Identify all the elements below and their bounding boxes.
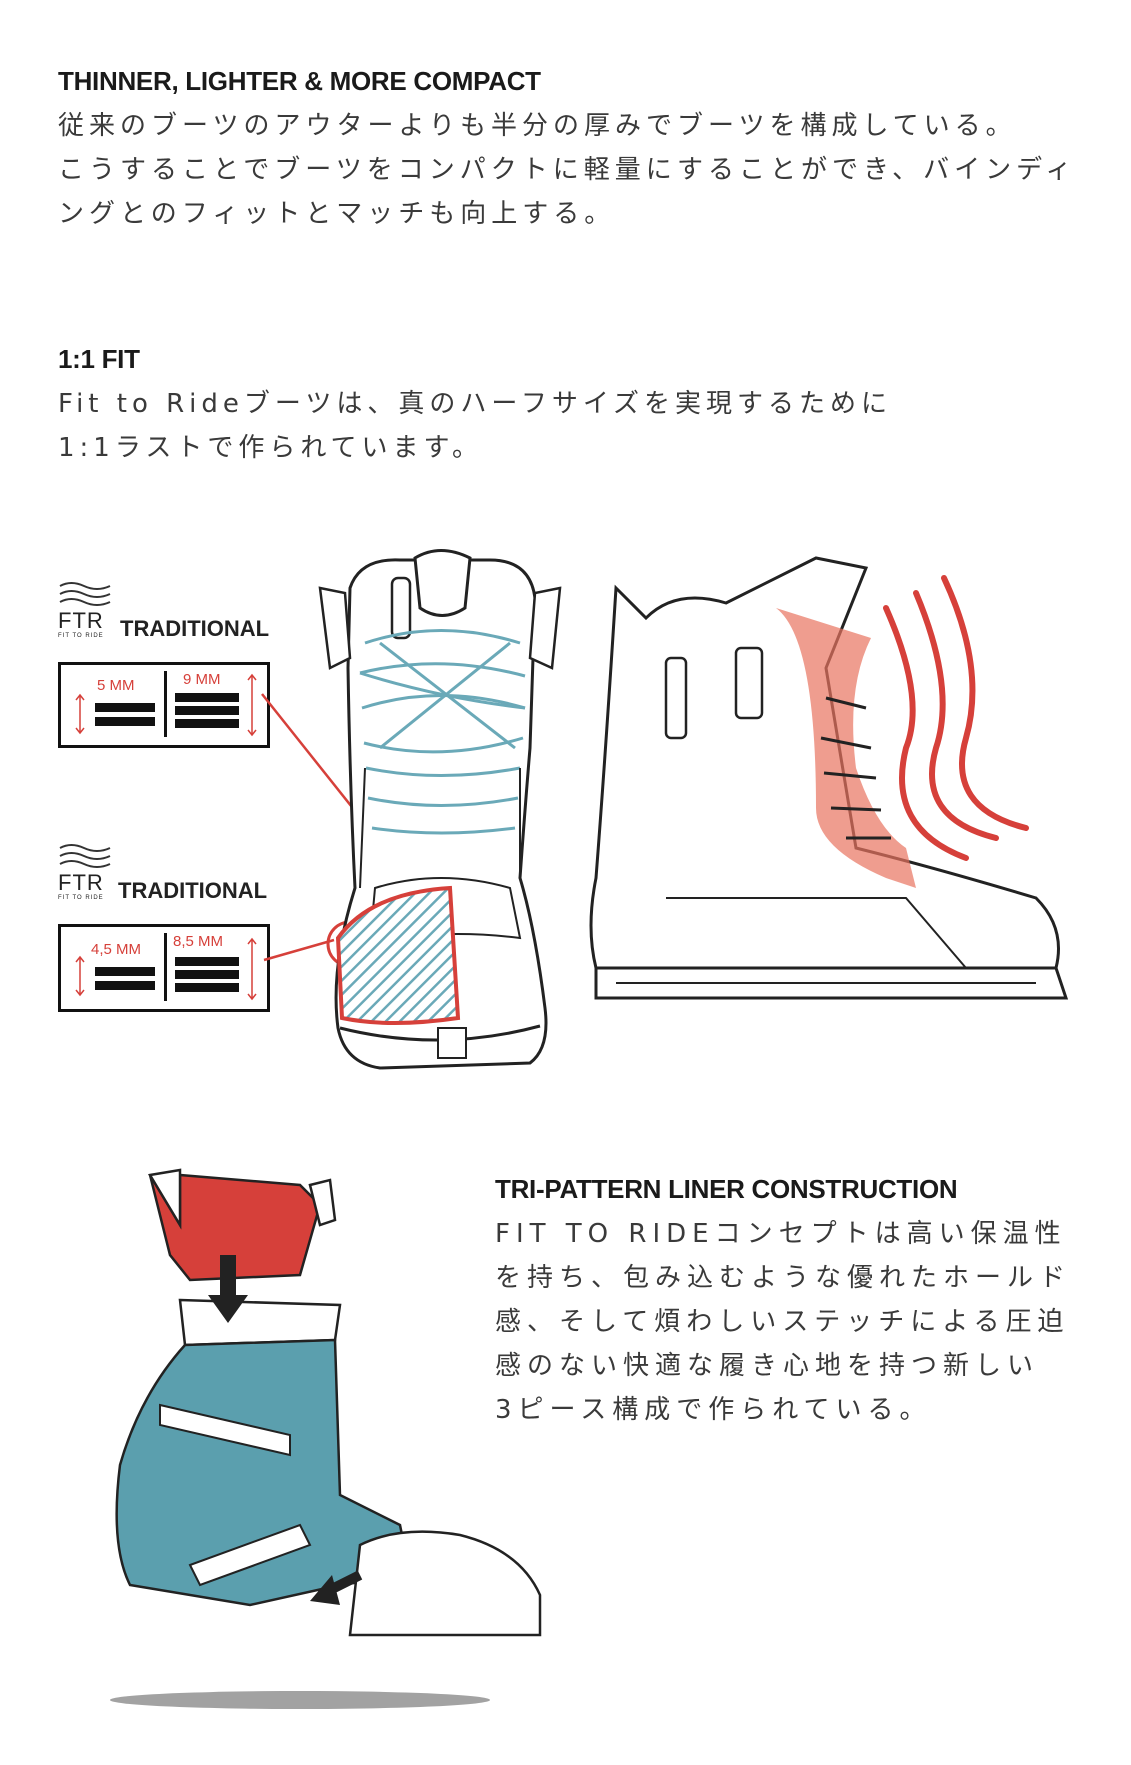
thickness-box: 5 MM 9 MM — [58, 662, 270, 748]
traditional-thickness-value: 8,5 MM — [173, 933, 224, 950]
traditional-thickness-value: 9 MM — [183, 671, 221, 688]
ftr-layer — [95, 703, 155, 712]
section2-line: Fit to Rideブーツは、真のハーフサイズを実現するために — [58, 389, 893, 419]
ftr-layer — [95, 967, 155, 976]
ftr-logo-text: FTR — [58, 870, 104, 895]
section3-line: 3ピース構成で作られている。 — [495, 1395, 932, 1425]
divider — [164, 933, 167, 1001]
section3-line: を持ち、包み込むような優れたホールド — [495, 1263, 1072, 1293]
section1-line: ングとのフィットとマッチも向上する。 — [58, 199, 616, 229]
traditional-layer — [175, 693, 239, 702]
section1-line: こうすることでブーツをコンパクトに軽量にすることができ、バインディ — [58, 155, 1077, 185]
ftr-logo-text: FTR — [58, 608, 104, 633]
section3-line: FIT TO RIDEコンセプトは高い保温性 — [495, 1219, 1067, 1249]
section2-line: 1:1ラストで作られています。 — [58, 433, 483, 463]
thickness-box: 4,5 MM 8,5 MM — [58, 924, 270, 1012]
front-boot-illustration — [318, 549, 562, 1070]
arrow-updown-icon — [247, 937, 257, 1001]
ftr-comparison-2: FTR FIT TO RIDE TRADITIONAL 4,5 MM 8,5 M… — [58, 840, 270, 1012]
section3-line: 感、そして煩わしいステッチによる圧迫 — [495, 1307, 1070, 1337]
ftr-thickness-value: 5 MM — [97, 677, 135, 694]
ftr-logo-sub: FIT TO RIDE — [58, 895, 104, 901]
arrow-updown-icon — [75, 693, 85, 735]
traditional-label: TRADITIONAL — [120, 616, 270, 641]
arrow-updown-icon — [247, 673, 257, 737]
section1-body: 従来のブーツのアウターよりも半分の厚みでブーツを構成している。 こうすることでブ… — [58, 104, 1076, 236]
section1-heading: THINNER, LIGHTER & MORE COMPACT — [58, 66, 541, 96]
arrow-updown-icon — [75, 955, 85, 997]
traditional-label: TRADITIONAL — [118, 878, 268, 903]
traditional-layer — [175, 957, 239, 966]
section2-heading: 1:1 FIT — [58, 344, 140, 374]
ftr-layer — [95, 717, 155, 726]
traditional-layer — [175, 983, 239, 992]
section3-line: 感のない快適な履き心地を持つ新しい — [495, 1351, 1040, 1381]
section2-body: Fit to Rideブーツは、真のハーフサイズを実現するために 1:1ラストで… — [58, 382, 892, 470]
section3-body: FIT TO RIDEコンセプトは高い保温性 を持ち、包み込むような優れたホール… — [495, 1212, 1071, 1432]
ftr-thickness-value: 4,5 MM — [91, 941, 142, 958]
traditional-layer — [175, 970, 239, 979]
traditional-layer — [175, 706, 239, 715]
divider — [164, 671, 167, 737]
side-boot-illustration — [589, 556, 1069, 1000]
ftr-logo-icon — [59, 844, 111, 868]
ftr-comparison-1: FTR FIT TO RIDE TRADITIONAL 5 MM 9 MM — [58, 578, 270, 750]
liner-exploded-illustration — [110, 1168, 542, 1709]
ftr-logo-sub: FIT TO RIDE — [58, 633, 104, 639]
traditional-layer — [175, 719, 239, 728]
section1-line: 従来のブーツのアウターよりも半分の厚みでブーツを構成している。 — [58, 111, 1017, 141]
ftr-layer — [95, 981, 155, 990]
ftr-logo-icon — [59, 582, 111, 606]
section3-heading: TRI-PATTERN LINER CONSTRUCTION — [495, 1174, 958, 1204]
